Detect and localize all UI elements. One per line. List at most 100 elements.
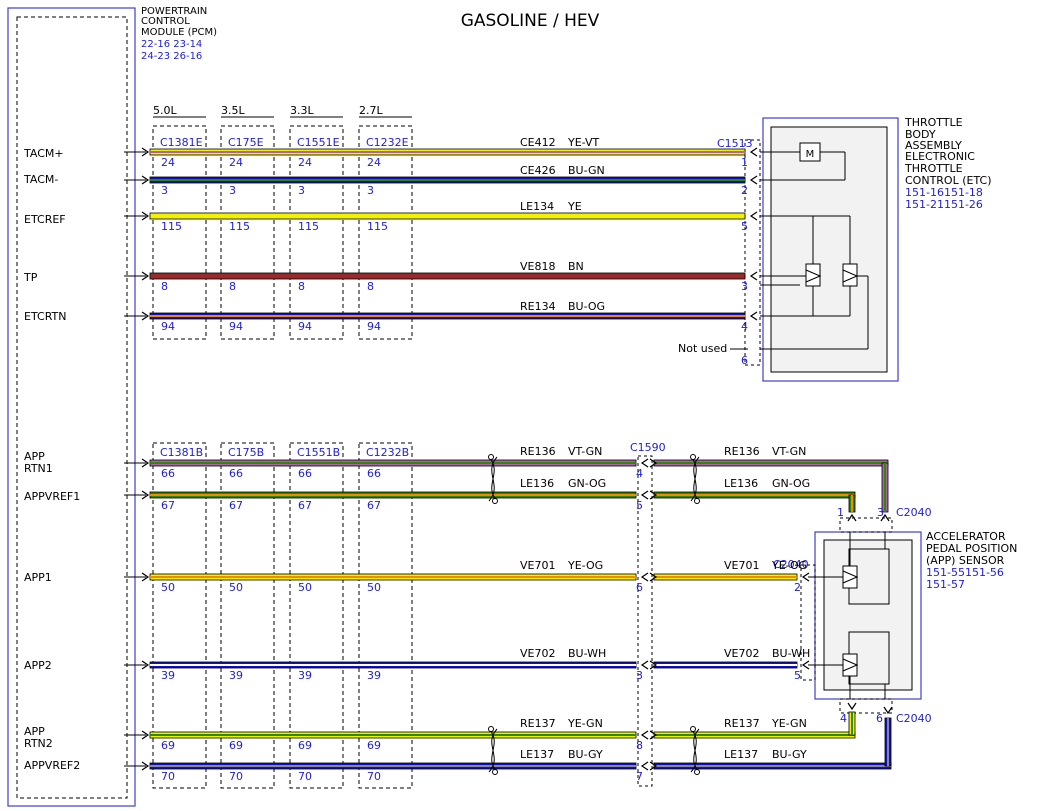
pin-RE136-2: 66 xyxy=(298,467,312,480)
pcm-pin-arrow xyxy=(141,311,150,321)
pin-RE136-1: 66 xyxy=(229,467,243,480)
circuit-number-left-VE701: VE701 xyxy=(520,559,555,572)
circuit-number-left-LE136: LE136 xyxy=(520,477,554,490)
pin-VE818-2: 8 xyxy=(298,280,305,293)
wire-left-LE137 xyxy=(149,762,637,770)
circuit-number-RE134: RE134 xyxy=(520,300,556,313)
pin-VE818-0: 8 xyxy=(161,280,168,293)
signal-label-VE701-0: APP1 xyxy=(24,571,52,584)
pin-RE137-2: 69 xyxy=(298,739,312,752)
wire-left-VE701 xyxy=(149,573,637,581)
sensor-pin-arrow xyxy=(880,513,890,522)
pin-RE137-0: 69 xyxy=(161,739,175,752)
pin-VE701-0: 50 xyxy=(161,581,175,594)
end-pin-LE134: 5 xyxy=(741,220,748,233)
c1590-pin-RE136: 4 xyxy=(636,467,643,480)
motor-icon: M xyxy=(760,142,846,181)
wire-drop-LE136 xyxy=(848,494,856,513)
wire-CE426 xyxy=(149,176,746,184)
wire-RE134-stripe xyxy=(150,315,745,317)
wire-right-VE702 xyxy=(653,661,798,669)
twisted-pair-left-1 xyxy=(488,454,498,504)
c2040-label-top: C2040 xyxy=(896,506,932,519)
diagram-title: GASOLINE / HEV xyxy=(461,11,600,31)
wire-CE412 xyxy=(149,148,746,156)
wire-right-LE137 xyxy=(653,762,892,770)
circuit-number-VE818: VE818 xyxy=(520,260,555,273)
app-sensor-element-2 xyxy=(808,631,890,699)
pcm-outer-box xyxy=(7,7,136,807)
pcm-inner-box xyxy=(16,16,128,799)
pin-CE412-0: 24 xyxy=(161,156,175,169)
pcm-ref-2: 24-23 26-16 xyxy=(141,51,202,62)
c1590-pin-arrow xyxy=(640,572,649,582)
wire-color-VE818: BN xyxy=(568,260,584,273)
signal-label-RE136-0: APP xyxy=(24,450,45,463)
end-pin-RE134: 4 xyxy=(741,320,748,333)
svg-text:M: M xyxy=(806,149,815,160)
pin-VE702-2: 39 xyxy=(298,669,312,682)
tp-sensor-icon xyxy=(760,215,869,350)
wire-rise-LE137-stripe xyxy=(887,718,889,766)
pin-RE136-3: 66 xyxy=(367,467,381,480)
signal-label-LE137-0: APPVREF2 xyxy=(24,759,80,772)
wire-color-right-VE702: BU-WH xyxy=(772,647,810,660)
signal-label-RE137-0: APP xyxy=(24,725,45,738)
engine-label-0: 5.0L xyxy=(153,104,177,117)
wire-right-VE701-stripe xyxy=(654,576,797,578)
wire-left-VE702-stripe xyxy=(150,664,636,666)
circuit-number-right-RE137: RE137 xyxy=(724,717,760,730)
c1590-out-arrow xyxy=(649,761,658,771)
end-pin-CE412: 1 xyxy=(741,156,748,169)
wire-color-left-RE137: YE-GN xyxy=(567,717,603,730)
wire-VE818-base xyxy=(149,272,746,280)
wire-left-RE136 xyxy=(149,459,637,467)
app-sensor-module: ACCELERATOR PEDAL POSITION (APP) SENSOR … xyxy=(773,506,1017,725)
wire-color-right-VE701: YE-OG xyxy=(771,559,807,572)
pin-CE426-2: 3 xyxy=(298,184,305,197)
pin-RE134-3: 94 xyxy=(367,320,381,333)
c1590-pin-arrow xyxy=(640,730,649,740)
twisted-pair-left-1-end-a xyxy=(488,454,494,460)
circuit-number-left-VE702: VE702 xyxy=(520,647,555,660)
c1590-pin-arrow xyxy=(640,490,649,500)
twisted-pair-right-1 xyxy=(690,454,700,504)
c1590-out-arrow xyxy=(649,730,658,740)
app-ref-2: 151-57 xyxy=(926,578,965,591)
wire-right-RE137 xyxy=(653,731,856,739)
wire-left-VE702 xyxy=(149,661,637,669)
pin-LE137-1: 70 xyxy=(229,770,243,783)
pin-RE137-3: 69 xyxy=(367,739,381,752)
pin-LE137-0: 70 xyxy=(161,770,175,783)
wire-right-LE136 xyxy=(653,491,856,499)
wire-left-LE136 xyxy=(149,491,637,499)
wire-left-RE136-stripe xyxy=(150,462,636,464)
c1590-pin-RE137: 8 xyxy=(636,739,643,752)
pin-VE701-1: 50 xyxy=(229,581,243,594)
wire-left-LE137-stripe xyxy=(150,765,636,767)
twisted-pair-right-2-end-a xyxy=(690,726,696,732)
c1590-out-arrow xyxy=(649,572,658,582)
pcm-pin-arrow xyxy=(141,175,150,185)
not-used-label: Not used xyxy=(678,342,727,355)
pcm-pin-arrow xyxy=(141,730,150,740)
etc-module: M C1513 THROTTLE BODY ASSEMBLY xyxy=(678,116,992,382)
wire-color-left-LE137: BU-GY xyxy=(568,748,603,761)
sensor-pin-VE701: 2 xyxy=(794,581,801,594)
etc-ref-2: 151-21151-26 xyxy=(905,198,983,211)
etc-pin-arrow xyxy=(749,175,758,185)
circuit-number-right-RE136: RE136 xyxy=(724,445,760,458)
app-connector-outline-top xyxy=(839,517,893,533)
wire-CE412-stripe xyxy=(150,151,745,153)
pin-LE136-0: 67 xyxy=(161,499,175,512)
signal-label-TP: TP xyxy=(23,271,38,284)
twisted-pair-right-1-end-b xyxy=(694,498,700,504)
wire-right-LE137-stripe xyxy=(654,765,891,767)
circuit-number-right-LE137: LE137 xyxy=(724,748,758,761)
